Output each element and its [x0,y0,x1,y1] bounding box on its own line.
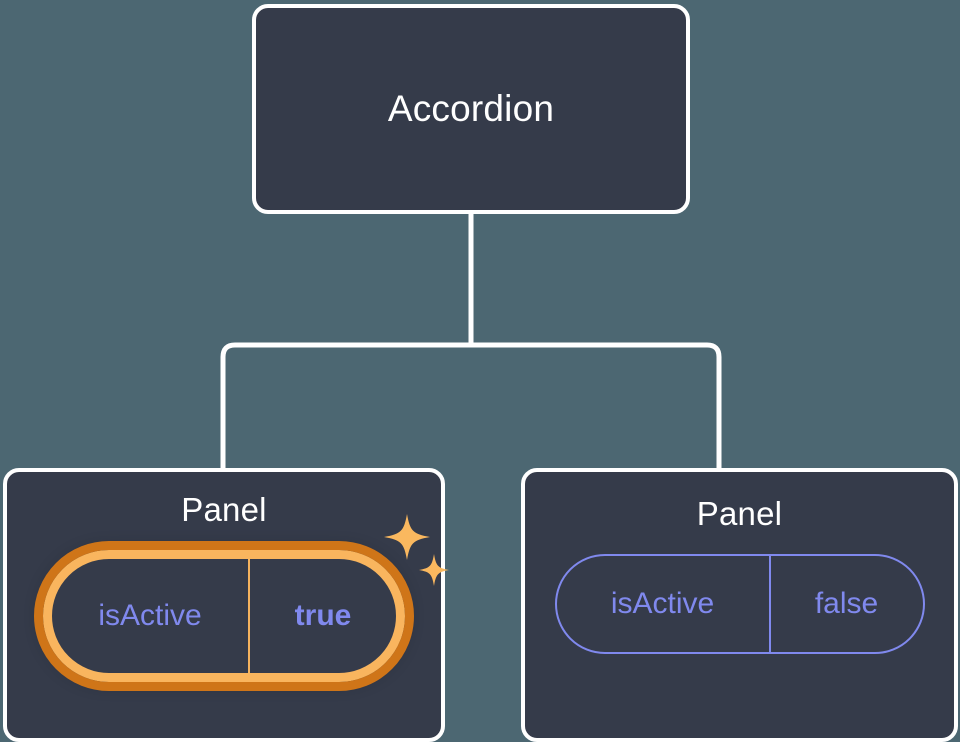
prop-pill-isactive-true[interactable]: isActive true [34,541,414,692]
accordion-node[interactable]: Accordion [252,4,690,214]
accordion-node-title: Accordion [387,87,555,129]
panel-node-left-title: Panel [181,491,267,528]
prop-pill-isactive-false[interactable]: isActive false [554,554,925,655]
sparkle-large [384,514,430,561]
prop-value-right: false [814,587,879,621]
prop-pill-wrap-left: isActive true [34,514,449,692]
prop-key-left: isActive [52,559,250,674]
prop-key-right: isActive [557,556,771,653]
panel-node-right[interactable]: Panel isActive false [521,468,958,742]
sparkle-small [419,554,449,587]
panel-node-left[interactable]: Panel isActive true [3,468,449,742]
connector-branch-bus [220,342,722,468]
prop-pill-wrap-right: isActive false [554,554,925,655]
panel-node-right-title: Panel [696,495,783,532]
prop-value-left: true [294,599,352,633]
